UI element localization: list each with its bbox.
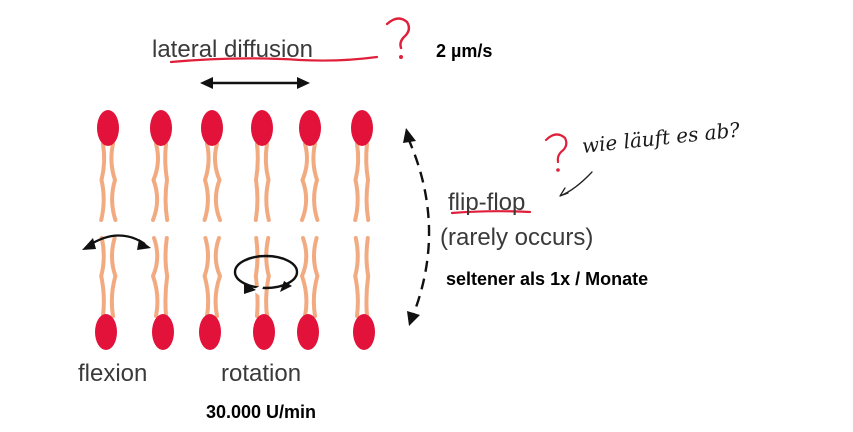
lipid-tail-upper bbox=[151, 142, 160, 222]
lipid-tail-upper bbox=[263, 142, 271, 222]
rarely-occurs-label: (rarely occurs) bbox=[440, 224, 594, 251]
rotation-label: rotation bbox=[221, 360, 302, 387]
lipid-tail-upper bbox=[300, 142, 309, 222]
lipid-tail-lower bbox=[109, 236, 118, 318]
lipid-heads bbox=[95, 110, 375, 350]
flip-flop-rate: seltener als 1x / Monate bbox=[446, 269, 649, 289]
lipid-head-upper bbox=[299, 110, 321, 146]
flexion-label: flexion bbox=[78, 360, 148, 387]
question-mark-red-icon-2 bbox=[544, 133, 568, 172]
lateral-diffusion-label: lateral diffusion bbox=[152, 36, 313, 63]
lipid-tail-upper bbox=[213, 142, 222, 222]
lipid-head-lower bbox=[297, 314, 319, 350]
question-mark-red-icon bbox=[385, 17, 411, 59]
lipid-tail-lower bbox=[264, 236, 271, 318]
lipid-head-lower bbox=[253, 314, 275, 350]
rotation-arrow bbox=[233, 254, 299, 296]
lipid-tails bbox=[99, 142, 371, 318]
lipid-head-upper bbox=[201, 110, 223, 146]
flexion-arrow bbox=[82, 234, 151, 250]
lipid-head-upper bbox=[251, 110, 273, 146]
lipid-head-lower bbox=[199, 314, 221, 350]
lipid-head-lower bbox=[353, 314, 375, 350]
lipid-tail-lower bbox=[299, 236, 309, 318]
lipid-tail-lower bbox=[99, 236, 106, 318]
flip-flop-underline bbox=[450, 210, 532, 215]
lipid-tail-upper bbox=[99, 142, 107, 222]
lipid-head-upper bbox=[97, 110, 119, 146]
lipid-tail-lower bbox=[202, 236, 211, 318]
lipid-head-lower bbox=[95, 314, 117, 350]
flip-flop-label: flip-flop bbox=[448, 189, 526, 216]
lipid-head-lower bbox=[152, 314, 174, 350]
lateral-diffusion-speed: 2 µm/s bbox=[436, 41, 493, 61]
lateral-diffusion-underline bbox=[169, 55, 379, 64]
lipid-tail-upper bbox=[353, 142, 361, 222]
lipid-tail-upper bbox=[311, 142, 320, 222]
lateral-diffusion-arrow bbox=[200, 77, 310, 89]
lipid-tail-lower bbox=[353, 236, 360, 318]
lipid-tail-upper bbox=[109, 142, 118, 222]
lipid-tail-upper bbox=[364, 142, 371, 222]
lipid-tail-upper bbox=[202, 142, 211, 222]
lipid-tail-lower bbox=[364, 236, 371, 318]
lipid-tail-lower bbox=[150, 236, 160, 318]
lipid-tail-upper bbox=[163, 142, 170, 222]
lipid-tail-upper bbox=[253, 142, 260, 222]
handwritten-pointer-arrow bbox=[559, 171, 593, 197]
lipid-tail-lower bbox=[311, 236, 320, 318]
lipid-tail-lower bbox=[163, 236, 170, 318]
lipid-tail-lower bbox=[213, 236, 223, 318]
rotation-rate: 30.000 U/min bbox=[206, 402, 317, 422]
lipid-head-upper bbox=[351, 110, 373, 146]
lipid-head-upper bbox=[150, 110, 172, 146]
lipid-tail-lower bbox=[253, 236, 260, 318]
flip-flop-arrow bbox=[403, 128, 431, 326]
